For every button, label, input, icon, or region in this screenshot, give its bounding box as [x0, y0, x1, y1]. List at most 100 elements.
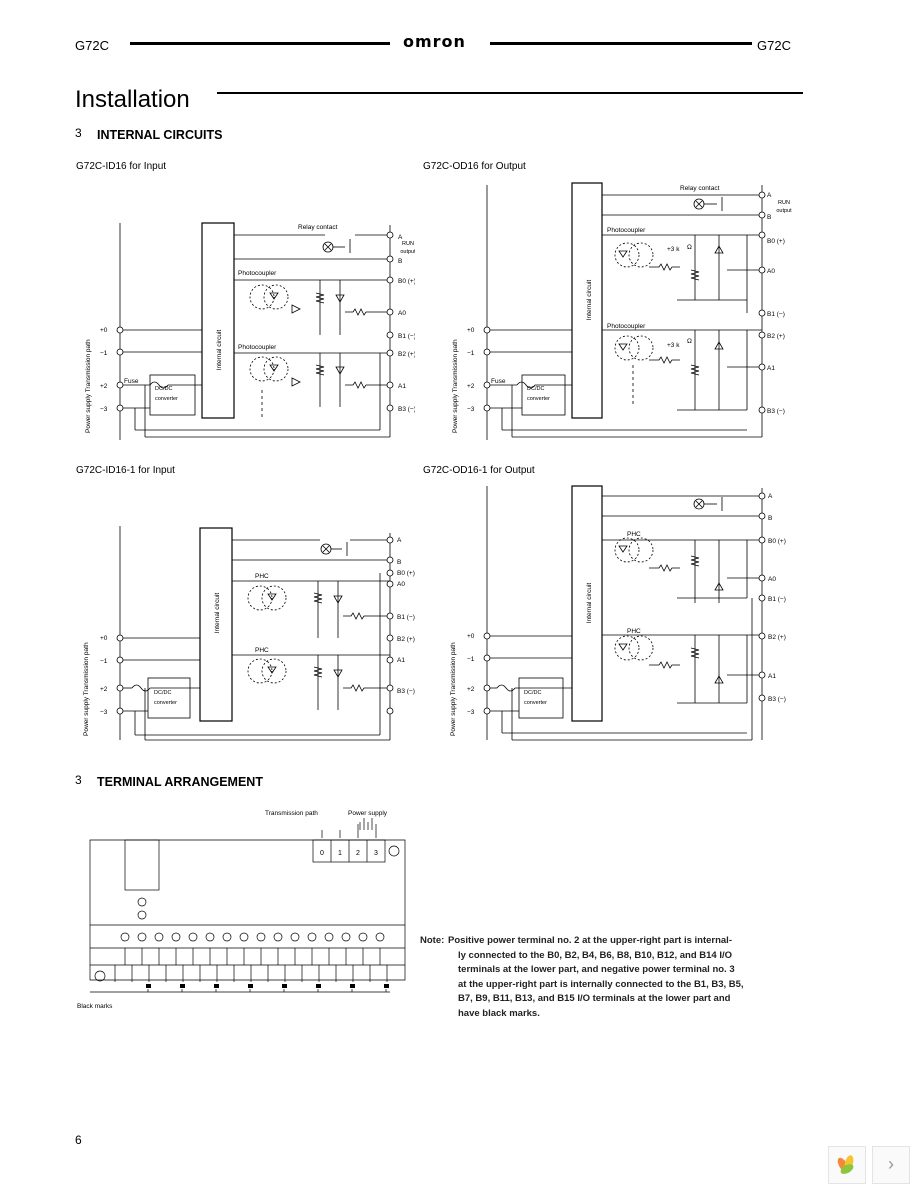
terminal-b2: B2 (+)	[767, 333, 785, 340]
header-right-code: G72C	[757, 38, 791, 53]
terminal-b1: B1 (−)	[768, 596, 786, 603]
section-number: 3	[75, 773, 82, 787]
diagram-title-od16-1: G72C-OD16-1 for Output	[423, 465, 535, 476]
resistor-value-label: +3 k	[667, 246, 680, 253]
note-line: at the upper-right part is internally co…	[458, 978, 744, 990]
black-marks-label: Black marks	[77, 1003, 113, 1010]
terminal-b2: B2 (+)	[397, 636, 415, 643]
side-label: Power supply Transmission path	[85, 339, 92, 433]
terminal-plus0: +0	[467, 633, 475, 640]
section-title-terminal-arrangement: TERMINAL ARRANGEMENT	[97, 775, 263, 789]
circuit-diagram-id16: Relay contact Photocoupler Photocoupler …	[85, 222, 415, 440]
terminal-a0: A0	[398, 310, 406, 317]
phc-label: PHC	[255, 573, 269, 580]
note-prefix: Note:	[420, 935, 445, 946]
terminal-a: A	[397, 537, 402, 544]
terminal-b0: B0 (+)	[398, 278, 415, 285]
circuit-diagram-od16: Relay contact Photocoupler Photocoupler …	[452, 182, 792, 440]
terminal-b0: B0 (+)	[767, 238, 785, 245]
side-label: Power supply Transmission path	[83, 642, 90, 736]
terminal-arrangement-diagram: Transmission path Power supply Black mar…	[77, 810, 406, 1010]
terminal-minus3: −3	[467, 709, 475, 716]
title-rule	[217, 92, 803, 94]
circuit-diagram-od16-1: PHC PHC DC/DC converter +0 −1 +2 −3 A B …	[450, 485, 786, 741]
terminal-b: B	[767, 214, 771, 221]
terminal-minus3: −3	[100, 709, 108, 716]
note-line: Positive power terminal no. 2 at the upp…	[448, 935, 732, 946]
dcdc-label: DC/DC	[155, 386, 172, 392]
terminal-minus1: −1	[100, 658, 108, 665]
terminal-minus1: −1	[467, 350, 475, 357]
photocoupler-label: Photocoupler	[238, 344, 277, 351]
note-body: Positive power terminal no. 2 at the upp…	[448, 934, 768, 1022]
terminal-plus2: +2	[100, 686, 108, 693]
terminal-minus1: −1	[467, 656, 475, 663]
omron-logo: omron	[403, 32, 466, 51]
dcdc-label: DC/DC	[154, 690, 171, 696]
diagram-title-od16: G72C-OD16 for Output	[423, 161, 526, 172]
phc-label: PHC	[627, 628, 641, 635]
viewer-logo-button[interactable]	[828, 1146, 866, 1184]
side-label: Power supply Transmission path	[450, 642, 457, 736]
dcdc-label: DC/DC	[524, 690, 541, 696]
terminal-a0: A0	[768, 576, 776, 583]
note-line: terminals at the lower part, and negativ…	[458, 964, 735, 976]
section-title-internal-circuits: INTERNAL CIRCUITS	[97, 128, 223, 142]
terminal-b1: B1 (−)	[398, 333, 415, 340]
terminal-b3: B3 (−)	[768, 696, 786, 703]
transmission-path-label: Transmission path	[265, 810, 318, 817]
converter-label: converter	[154, 700, 177, 706]
terminal-b: B	[397, 559, 401, 566]
terminal-a1: A1	[767, 365, 775, 372]
side-label: Power supply Transmission path	[452, 339, 459, 433]
flower-logo-icon	[837, 1155, 854, 1174]
terminal-plus2: +2	[467, 686, 475, 693]
diagram-title-id16: G72C-ID16 for Input	[76, 161, 167, 172]
fuse-label: Fuse	[491, 378, 506, 385]
diagram-title-id16-1: G72C-ID16-1 for Input	[76, 465, 175, 476]
terminal-a0: A0	[397, 581, 405, 588]
terminal-b1: B1 (−)	[767, 311, 785, 318]
output-label: output	[776, 208, 792, 214]
chevron-right-icon: ›	[888, 1154, 894, 1174]
terminal-b: B	[768, 515, 772, 522]
converter-label: converter	[524, 700, 547, 706]
terminal-b0: B0 (+)	[397, 570, 415, 577]
ohm-label: Ω	[687, 244, 692, 251]
photocoupler-label: Photocoupler	[607, 323, 646, 330]
terminal-b3: B3 (−)	[398, 406, 415, 413]
terminal-b3: B3 (−)	[767, 408, 785, 415]
page-number: 6	[75, 1133, 82, 1147]
next-page-button[interactable]: ›	[872, 1146, 910, 1184]
terminal-minus3: −3	[467, 406, 475, 413]
terminal-plus2: +2	[467, 383, 475, 390]
circuit-diagram-id16-1: PHC PHC DC/DC converter +0 −1 +2 −3 A B …	[83, 526, 415, 741]
note-line: ly connected to the B0, B2, B4, B6, B8, …	[458, 949, 732, 961]
terminal-b1: B1 (−)	[397, 614, 415, 621]
terminal-b0: B0 (+)	[768, 538, 786, 545]
run-label: RUN	[778, 200, 790, 206]
terminal-a1: A1	[398, 383, 406, 390]
ohm-label: Ω	[687, 338, 692, 345]
photocoupler-label: Photocoupler	[607, 227, 646, 234]
terminal-b2: B2 (+)	[768, 634, 786, 641]
terminal-b3: B3 (−)	[397, 688, 415, 695]
terminal-a1: A1	[397, 657, 405, 664]
note-line: have black marks.	[458, 1007, 540, 1019]
relay-contact-label: Relay contact	[298, 224, 338, 231]
terminal-0: 0	[320, 850, 324, 857]
converter-label: converter	[527, 396, 550, 402]
internal-circuit-label: Internal circuit	[216, 330, 223, 371]
phc-label: PHC	[255, 647, 269, 654]
photocoupler-label: Photocoupler	[238, 270, 277, 277]
power-supply-label: Power supply	[348, 810, 388, 817]
resistor-value-label: +3 k	[667, 342, 680, 349]
terminal-minus3: −3	[100, 406, 108, 413]
terminal-plus2: +2	[100, 383, 108, 390]
terminal-1: 1	[338, 850, 342, 857]
terminal-a: A	[398, 234, 403, 241]
terminal-a0: A0	[767, 268, 775, 275]
terminal-3: 3	[374, 850, 378, 857]
terminal-plus0: +0	[467, 327, 475, 334]
page-title: Installation	[75, 86, 190, 113]
